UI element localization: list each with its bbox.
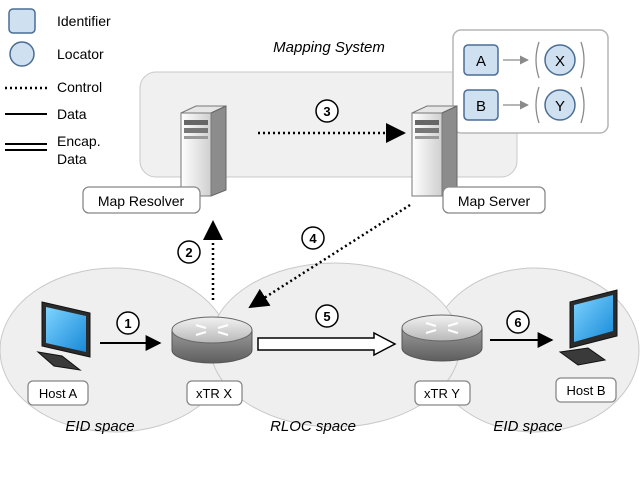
legend-data-label: Data xyxy=(57,106,87,122)
identifier-label-a: A xyxy=(476,53,486,70)
xtr-y-label-box xyxy=(414,380,471,406)
legend-control-label: Control xyxy=(57,79,102,95)
eid-space-left-label: EID space xyxy=(65,418,134,435)
svg-text:5: 5 xyxy=(323,309,330,324)
legend-identifier-swatch xyxy=(8,8,36,34)
map-resolver-label: Map Resolver xyxy=(98,193,185,209)
identifier-box-a xyxy=(463,44,499,76)
svg-text:2: 2 xyxy=(185,245,192,260)
locator-label-y: Y xyxy=(555,98,565,115)
xtr-x-label-box xyxy=(186,380,243,406)
legend-identifier-label: Identifier xyxy=(57,13,111,29)
map-server-label-box xyxy=(442,186,546,214)
eid-space-right-label: EID space xyxy=(493,418,562,435)
map-resolver-label-box xyxy=(82,186,201,214)
svg-text:3: 3 xyxy=(323,104,330,119)
map-server-label: Map Server xyxy=(458,193,531,209)
mapping-table: A X B Y xyxy=(452,29,609,134)
legend-encap-label-line1: Encap. xyxy=(57,133,101,149)
step-badge-5: 5 xyxy=(315,304,339,328)
identifier-label-b: B xyxy=(476,98,486,115)
host-a-label-box xyxy=(27,380,89,406)
host-a-label: Host A xyxy=(39,386,78,401)
host-b-label-box xyxy=(555,377,617,403)
step-badge-6: 6 xyxy=(506,310,530,334)
step-badge-3: 3 xyxy=(315,99,339,123)
map-resolver-server-icon xyxy=(180,105,227,197)
mapping-system-title: Mapping System xyxy=(273,39,385,56)
svg-text:1: 1 xyxy=(124,316,131,331)
legend: Identifier Locator Control Data Encap. D… xyxy=(5,8,111,167)
step-badge-4: 4 xyxy=(301,226,325,250)
xtr-y-label: xTR Y xyxy=(424,386,460,401)
step-badge-1: 1 xyxy=(116,311,140,335)
step-badge-2: 2 xyxy=(177,240,201,264)
identifier-box-b xyxy=(463,89,499,121)
xtr-x-router-icon xyxy=(171,316,253,364)
map-server-server-icon xyxy=(411,105,458,197)
svg-text:4: 4 xyxy=(309,231,317,246)
svg-text:6: 6 xyxy=(514,315,521,330)
host-a-computer-icon xyxy=(36,301,91,371)
locator-circle-y xyxy=(544,89,576,121)
locator-label-x: X xyxy=(555,53,565,70)
locator-circle-x xyxy=(544,44,576,76)
xtr-x-label: xTR X xyxy=(196,386,232,401)
rloc-space-label: RLOC space xyxy=(270,418,356,435)
host-b-computer-icon xyxy=(558,289,618,366)
xtr-y-router-icon xyxy=(401,314,483,362)
host-b-label: Host B xyxy=(566,383,605,398)
legend-encap-label-line2: Data xyxy=(57,151,87,167)
legend-locator-label: Locator xyxy=(57,46,104,62)
legend-locator-swatch xyxy=(9,41,35,67)
encap-arrow-step-5 xyxy=(257,331,397,357)
control-arrow-step-4 xyxy=(248,203,411,309)
